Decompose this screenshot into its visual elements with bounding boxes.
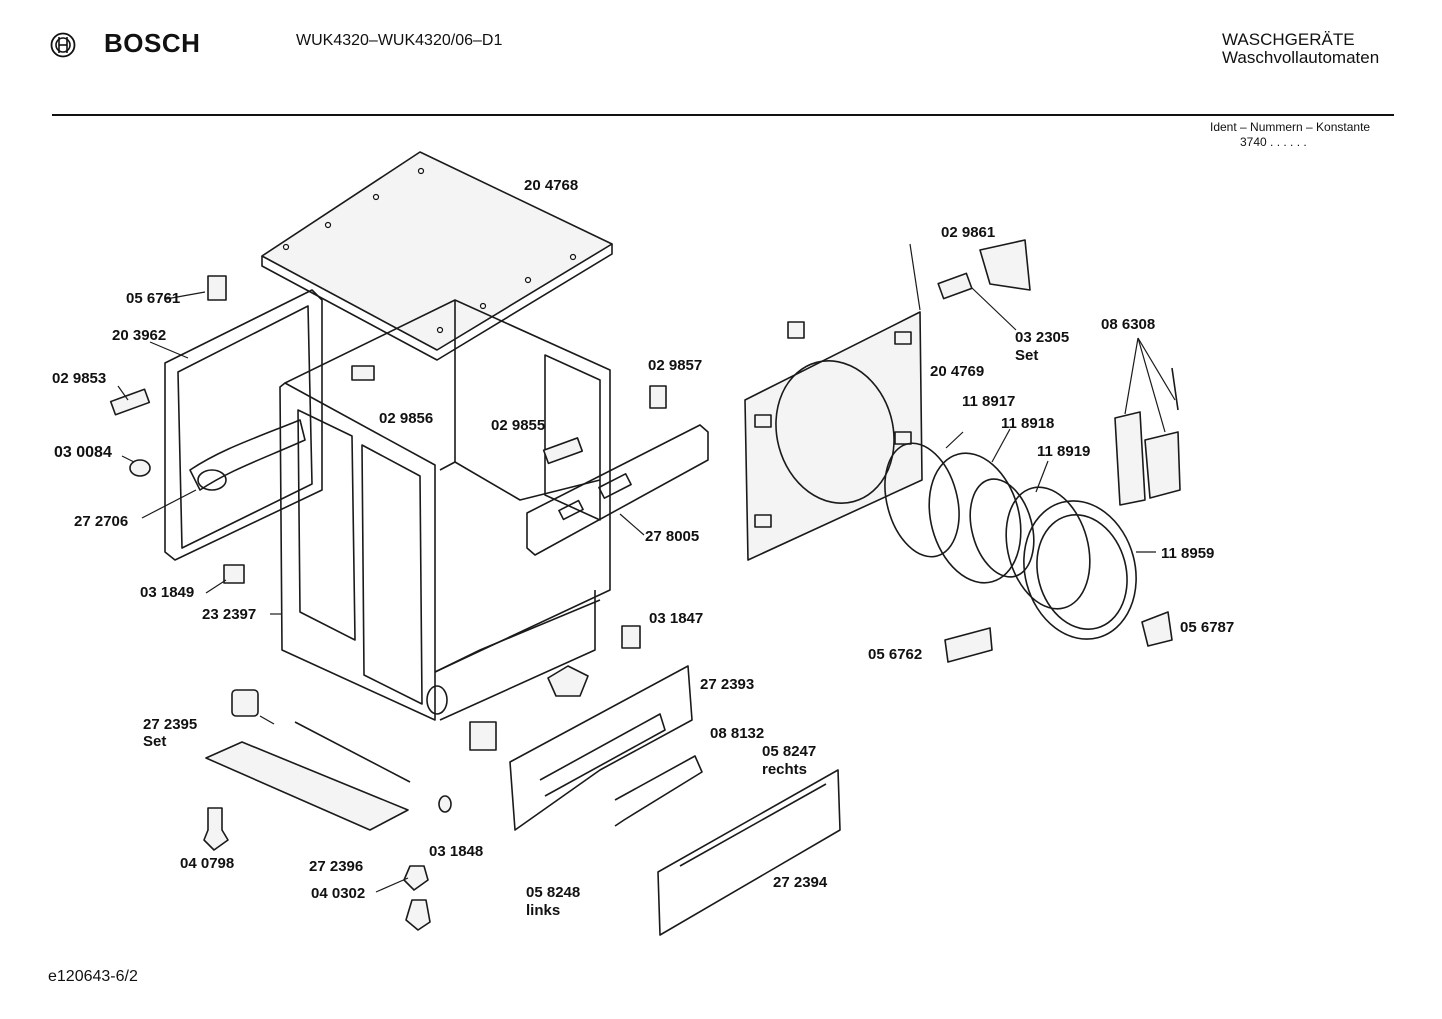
part-label-029861: 02 9861 (941, 224, 996, 241)
door-hinge-part (1114, 367, 1181, 506)
part-label-058248: 05 8248 (526, 884, 581, 901)
part-label-086308: 08 6308 (1101, 316, 1156, 333)
part-label-204769: 20 4769 (930, 363, 985, 380)
part-label-118918: 11 8918 (1001, 415, 1055, 432)
front-panel-part (744, 311, 923, 561)
part-label-272706: 27 2706 (74, 513, 129, 530)
part-label-056787: 05 6787 (1180, 619, 1235, 636)
part-label-032305: 03 2305 (1015, 329, 1070, 346)
part-label-056762: 05 6762 (868, 646, 923, 663)
category-title: WASCHGERÄTE (1222, 30, 1355, 49)
part-label-029857: 02 9857 (648, 357, 703, 374)
ident-value: 3740 . . . . . . (1240, 135, 1307, 149)
door-lock-parts (937, 239, 1031, 300)
category-subtitle: Waschvollautomaten (1222, 48, 1380, 67)
part-label-232397: 23 2397 (202, 606, 257, 623)
ident-label: Ident – Nummern – Konstante (1210, 120, 1371, 134)
rear-panel-part (164, 289, 323, 561)
part-label-030084: 03 0084 (54, 444, 112, 461)
leader-lines (117, 243, 1176, 893)
door-ring-parts (884, 442, 1173, 663)
part-label-031849: 03 1849 (140, 584, 195, 601)
part-label-088132: 08 8132 (710, 725, 765, 742)
brand-name: BOSCH (104, 28, 201, 58)
part-label-278005: 27 8005 (645, 528, 700, 545)
model-number: WUK4320–WUK4320/06–D1 (296, 32, 503, 49)
cabinet-body-part (279, 299, 611, 721)
part-label-029853: 02 9853 (52, 370, 107, 387)
part-label-204768: 20 4768 (524, 177, 579, 194)
plinth-panel-part (657, 769, 841, 936)
header-divider (52, 114, 1394, 116)
part-label-272396: 27 2396 (309, 858, 364, 875)
top-cover-part (261, 151, 613, 361)
part-label-203962: 20 3962 (112, 327, 167, 344)
part-label-118919: 11 8919 (1037, 443, 1091, 460)
part-label-058247-sub: rechts (762, 761, 808, 778)
document-id: e120643-6/2 (48, 968, 138, 985)
part-label-029856: 02 9856 (379, 410, 434, 427)
part-label-031847: 03 1847 (649, 610, 704, 627)
feet-and-bolts (203, 689, 452, 931)
control-panel-frame-part (526, 424, 709, 556)
part-label-118917: 11 8917 (962, 393, 1016, 410)
part-label-272394: 27 2394 (773, 874, 828, 891)
part-label-031848: 03 1848 (429, 843, 484, 860)
part-label-058247: 05 8247 (762, 743, 817, 760)
part-label-272395: 27 2395 (143, 716, 198, 733)
part-label-272393: 27 2393 (700, 676, 755, 693)
part-label-118959: 11 8959 (1161, 545, 1215, 562)
plinth-bracket-part (614, 755, 703, 827)
part-label-040302: 04 0302 (311, 885, 366, 902)
small-fittings (109, 275, 667, 751)
base-brace-part (509, 665, 693, 831)
bosch-armature-logo-icon (50, 32, 76, 58)
part-label-058248-sub: links (526, 902, 561, 919)
part-label-029855: 02 9855 (491, 417, 546, 434)
part-label-040798: 04 0798 (180, 855, 235, 872)
part-label-272395-sub: Set (143, 733, 167, 750)
part-label-056761: 05 6761 (126, 290, 181, 307)
part-label-032305-sub: Set (1015, 347, 1039, 364)
